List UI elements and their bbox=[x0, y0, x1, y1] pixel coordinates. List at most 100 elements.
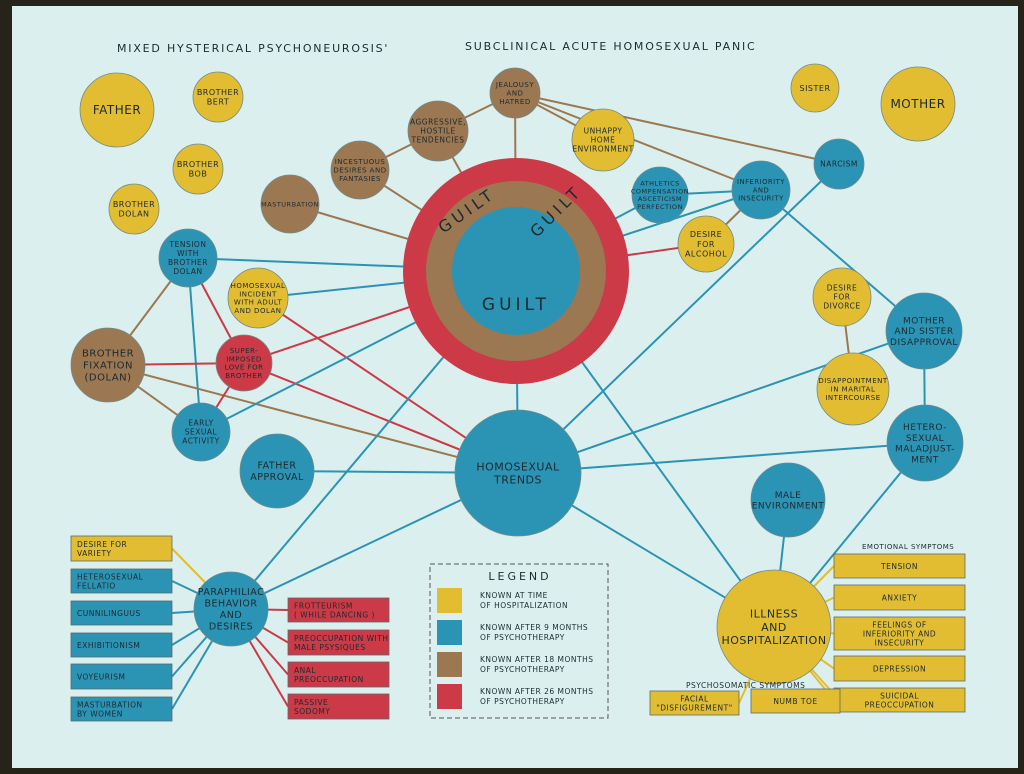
box-rect bbox=[70, 600, 173, 626]
legend-swatch bbox=[437, 684, 462, 709]
node-label: INCIDENT bbox=[239, 290, 277, 298]
node-circle bbox=[108, 183, 160, 235]
legend-swatch bbox=[437, 588, 462, 613]
node-label: IN MARITAL bbox=[831, 385, 876, 393]
box-label: INFERIORITY AND bbox=[863, 630, 936, 639]
legend-swatch bbox=[437, 652, 462, 677]
title-right: SUBCLINICAL ACUTE HOMOSEXUAL PANIC bbox=[465, 40, 757, 53]
node-circle bbox=[716, 569, 832, 685]
node-circle bbox=[813, 138, 865, 190]
legend-label: OF HOSPITALIZATION bbox=[480, 601, 568, 610]
node-label: BERT bbox=[207, 98, 229, 107]
node-label: AND bbox=[761, 621, 787, 634]
node-circle bbox=[454, 409, 582, 537]
node-label: BROTHER bbox=[177, 160, 219, 169]
node-label: HOMOSEXUAL bbox=[476, 460, 560, 473]
legend-label: KNOWN AFTER 9 MONTHS bbox=[480, 623, 588, 632]
box-rect bbox=[70, 663, 173, 690]
box-rect bbox=[750, 688, 841, 714]
node-label: INCESTUOUS bbox=[335, 158, 386, 166]
node-label: NARCISM bbox=[820, 160, 858, 169]
legend-label: KNOWN AFTER 26 MONTHS bbox=[480, 687, 593, 696]
connection-line-jealousy-inferiority bbox=[514, 92, 762, 191]
node-circle bbox=[227, 267, 289, 329]
box-rect bbox=[833, 584, 966, 611]
box-label: SUICIDAL bbox=[880, 692, 919, 701]
node-label: HATRED bbox=[499, 98, 530, 106]
node-label: BEHAVIOR bbox=[205, 599, 258, 610]
node-label: BROTHER bbox=[82, 349, 134, 360]
node-label: HOME bbox=[591, 136, 616, 145]
box-rect bbox=[833, 687, 966, 713]
box-rect bbox=[287, 629, 390, 656]
node-label: INFERIORITY bbox=[737, 178, 785, 186]
box-label: DEPRESSION bbox=[873, 665, 926, 674]
box-label: MALE PSYSIQUES bbox=[294, 643, 366, 652]
node-label: WITH ADULT bbox=[234, 299, 282, 307]
node-label: DISAPPOINTMENT bbox=[818, 377, 888, 385]
node-label: MENT bbox=[911, 455, 939, 465]
box-label: ANXIETY bbox=[882, 594, 918, 603]
box-label: MASTURBATION bbox=[77, 701, 143, 710]
connection-line-narcism-homosexual_trends bbox=[517, 163, 840, 474]
box-rect bbox=[833, 655, 966, 682]
box-rect bbox=[287, 597, 390, 623]
node-narcism: NARCISM bbox=[813, 138, 865, 190]
node-circle bbox=[750, 462, 826, 538]
node-label: FANTASIES bbox=[339, 175, 381, 183]
node-circle bbox=[260, 174, 320, 234]
box-label: "DISFIGUREMENT" bbox=[656, 704, 732, 713]
node-label: (DOLAN) bbox=[85, 373, 132, 384]
legend-label: KNOWN AFTER 18 MONTHS bbox=[480, 655, 593, 664]
box-label: PREOCCUPATION bbox=[294, 675, 364, 684]
node-circle bbox=[571, 108, 635, 172]
box-label: EXHIBITIONISM bbox=[77, 641, 140, 650]
box-label: FEELINGS OF bbox=[872, 621, 926, 630]
node-label: UNHAPPY bbox=[584, 127, 623, 136]
box-label: NUMB TOE bbox=[773, 697, 817, 706]
node-circle bbox=[330, 140, 390, 200]
box-depression: DEPRESSION bbox=[833, 655, 966, 682]
node-label: AGGRESSIVE, bbox=[410, 118, 466, 127]
emotional-symptoms-label: EMOTIONAL SYMPTOMS bbox=[862, 543, 954, 551]
node-circle bbox=[407, 100, 469, 162]
node-label: AND bbox=[220, 610, 242, 621]
node-circle bbox=[192, 71, 244, 123]
node-label: AND SISTER bbox=[894, 327, 953, 337]
node-label: FOR bbox=[697, 240, 715, 249]
node-label: MALADJUST- bbox=[895, 445, 955, 455]
node-label: MOTHER bbox=[890, 97, 945, 111]
node-label: BROTHER bbox=[197, 88, 239, 97]
legend-label: OF PSYCHOTHERAPY bbox=[480, 665, 565, 674]
node-circle bbox=[193, 571, 269, 647]
node-label: TENSION bbox=[169, 240, 207, 249]
node-mother: MOTHER bbox=[880, 66, 956, 142]
node-label: DISAPPROVAL bbox=[890, 338, 958, 348]
node-label: BROTHER bbox=[113, 200, 155, 209]
node-circle bbox=[880, 66, 956, 142]
node-athletics: ATHLETICSCOMPENSATIONASCETICISMPERFECTIO… bbox=[631, 166, 689, 224]
box-label: DESIRE FOR bbox=[77, 540, 127, 549]
node-label: SUPER- bbox=[230, 347, 258, 355]
box-exhibitionism: EXHIBITIONISM bbox=[70, 632, 173, 658]
node-label: DESIRE bbox=[690, 230, 722, 239]
box-label: ANAL bbox=[294, 666, 316, 675]
box-label: FACIAL bbox=[680, 695, 709, 704]
